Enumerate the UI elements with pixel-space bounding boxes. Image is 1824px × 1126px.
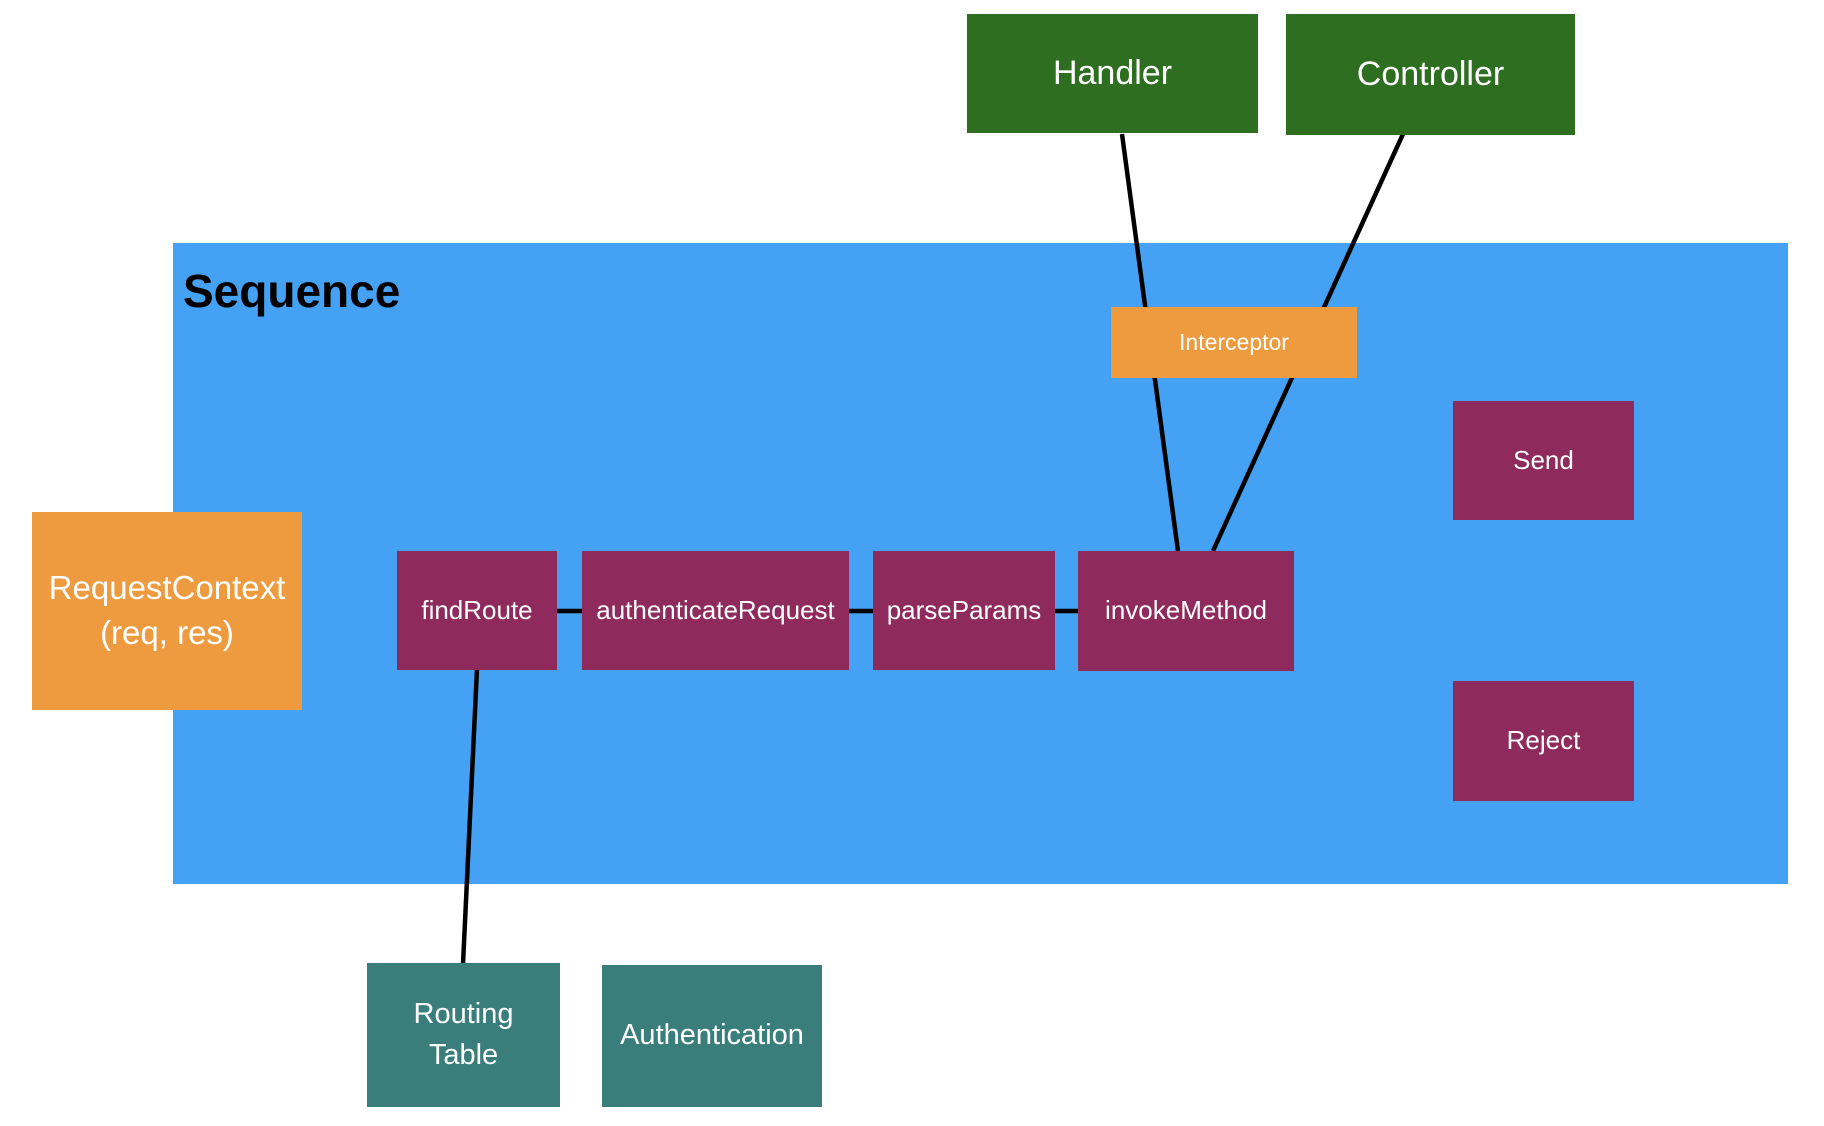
node-reject-label: Reject [1506,725,1581,756]
node-request-context-line2: (req, res) [100,614,234,651]
node-parse-params: parseParams [873,551,1055,670]
node-send: Send [1453,401,1634,520]
node-authenticate-request-label: authenticateRequest [596,594,835,625]
node-reject: Reject [1453,681,1634,801]
node-send-label: Send [1513,444,1574,475]
node-handler: Handler [967,14,1258,133]
node-parse-params-label: parseParams [886,594,1042,625]
node-routing-table-line1: Routing [413,998,514,1031]
node-authenticate-request: authenticateRequest [582,551,849,670]
node-find-route: findRoute [397,551,557,670]
node-routing-table-line2: Table [428,1039,499,1071]
node-find-route-label: findRoute [421,594,533,625]
node-invoke-method-label: invokeMethod [1105,595,1267,626]
sequence-panel-title: Sequence [183,265,401,317]
node-interceptor-label: Interceptor [1179,328,1289,355]
node-controller: Controller [1286,14,1575,135]
node-invoke-method: invokeMethod [1078,551,1294,671]
node-routing-table: Routing Table [367,963,560,1107]
node-handler-label: Handler [1052,54,1173,93]
node-authentication: Authentication [602,965,822,1107]
node-interceptor: Interceptor [1111,307,1357,378]
node-request-context: RequestContext (req, res) [32,512,302,710]
node-authentication-label: Authentication [620,1019,804,1052]
node-request-context-line1: RequestContext [48,569,286,607]
node-controller-label: Controller [1356,55,1505,94]
